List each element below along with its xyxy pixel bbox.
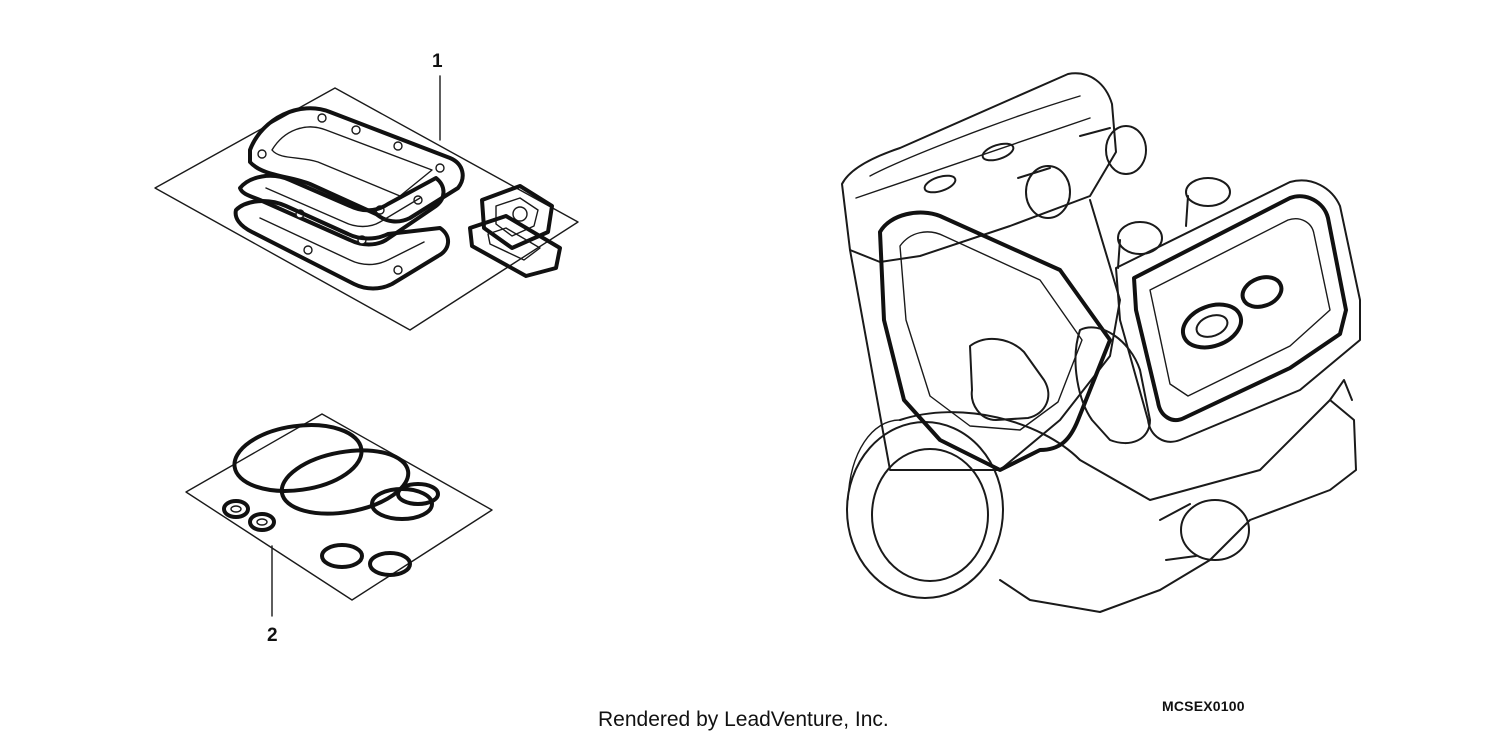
credit-text: Rendered by LeadVenture, Inc.	[598, 708, 889, 731]
gasket-kit-b-icon[interactable]	[185, 413, 493, 617]
diagram-code: MCSEX0100	[1162, 698, 1245, 714]
callout-1: 1	[432, 51, 443, 72]
gasket-kit-a-icon[interactable]	[154, 75, 579, 331]
v-twin-engine-icon[interactable]	[841, 72, 1361, 613]
callout-2: 2	[267, 625, 278, 646]
